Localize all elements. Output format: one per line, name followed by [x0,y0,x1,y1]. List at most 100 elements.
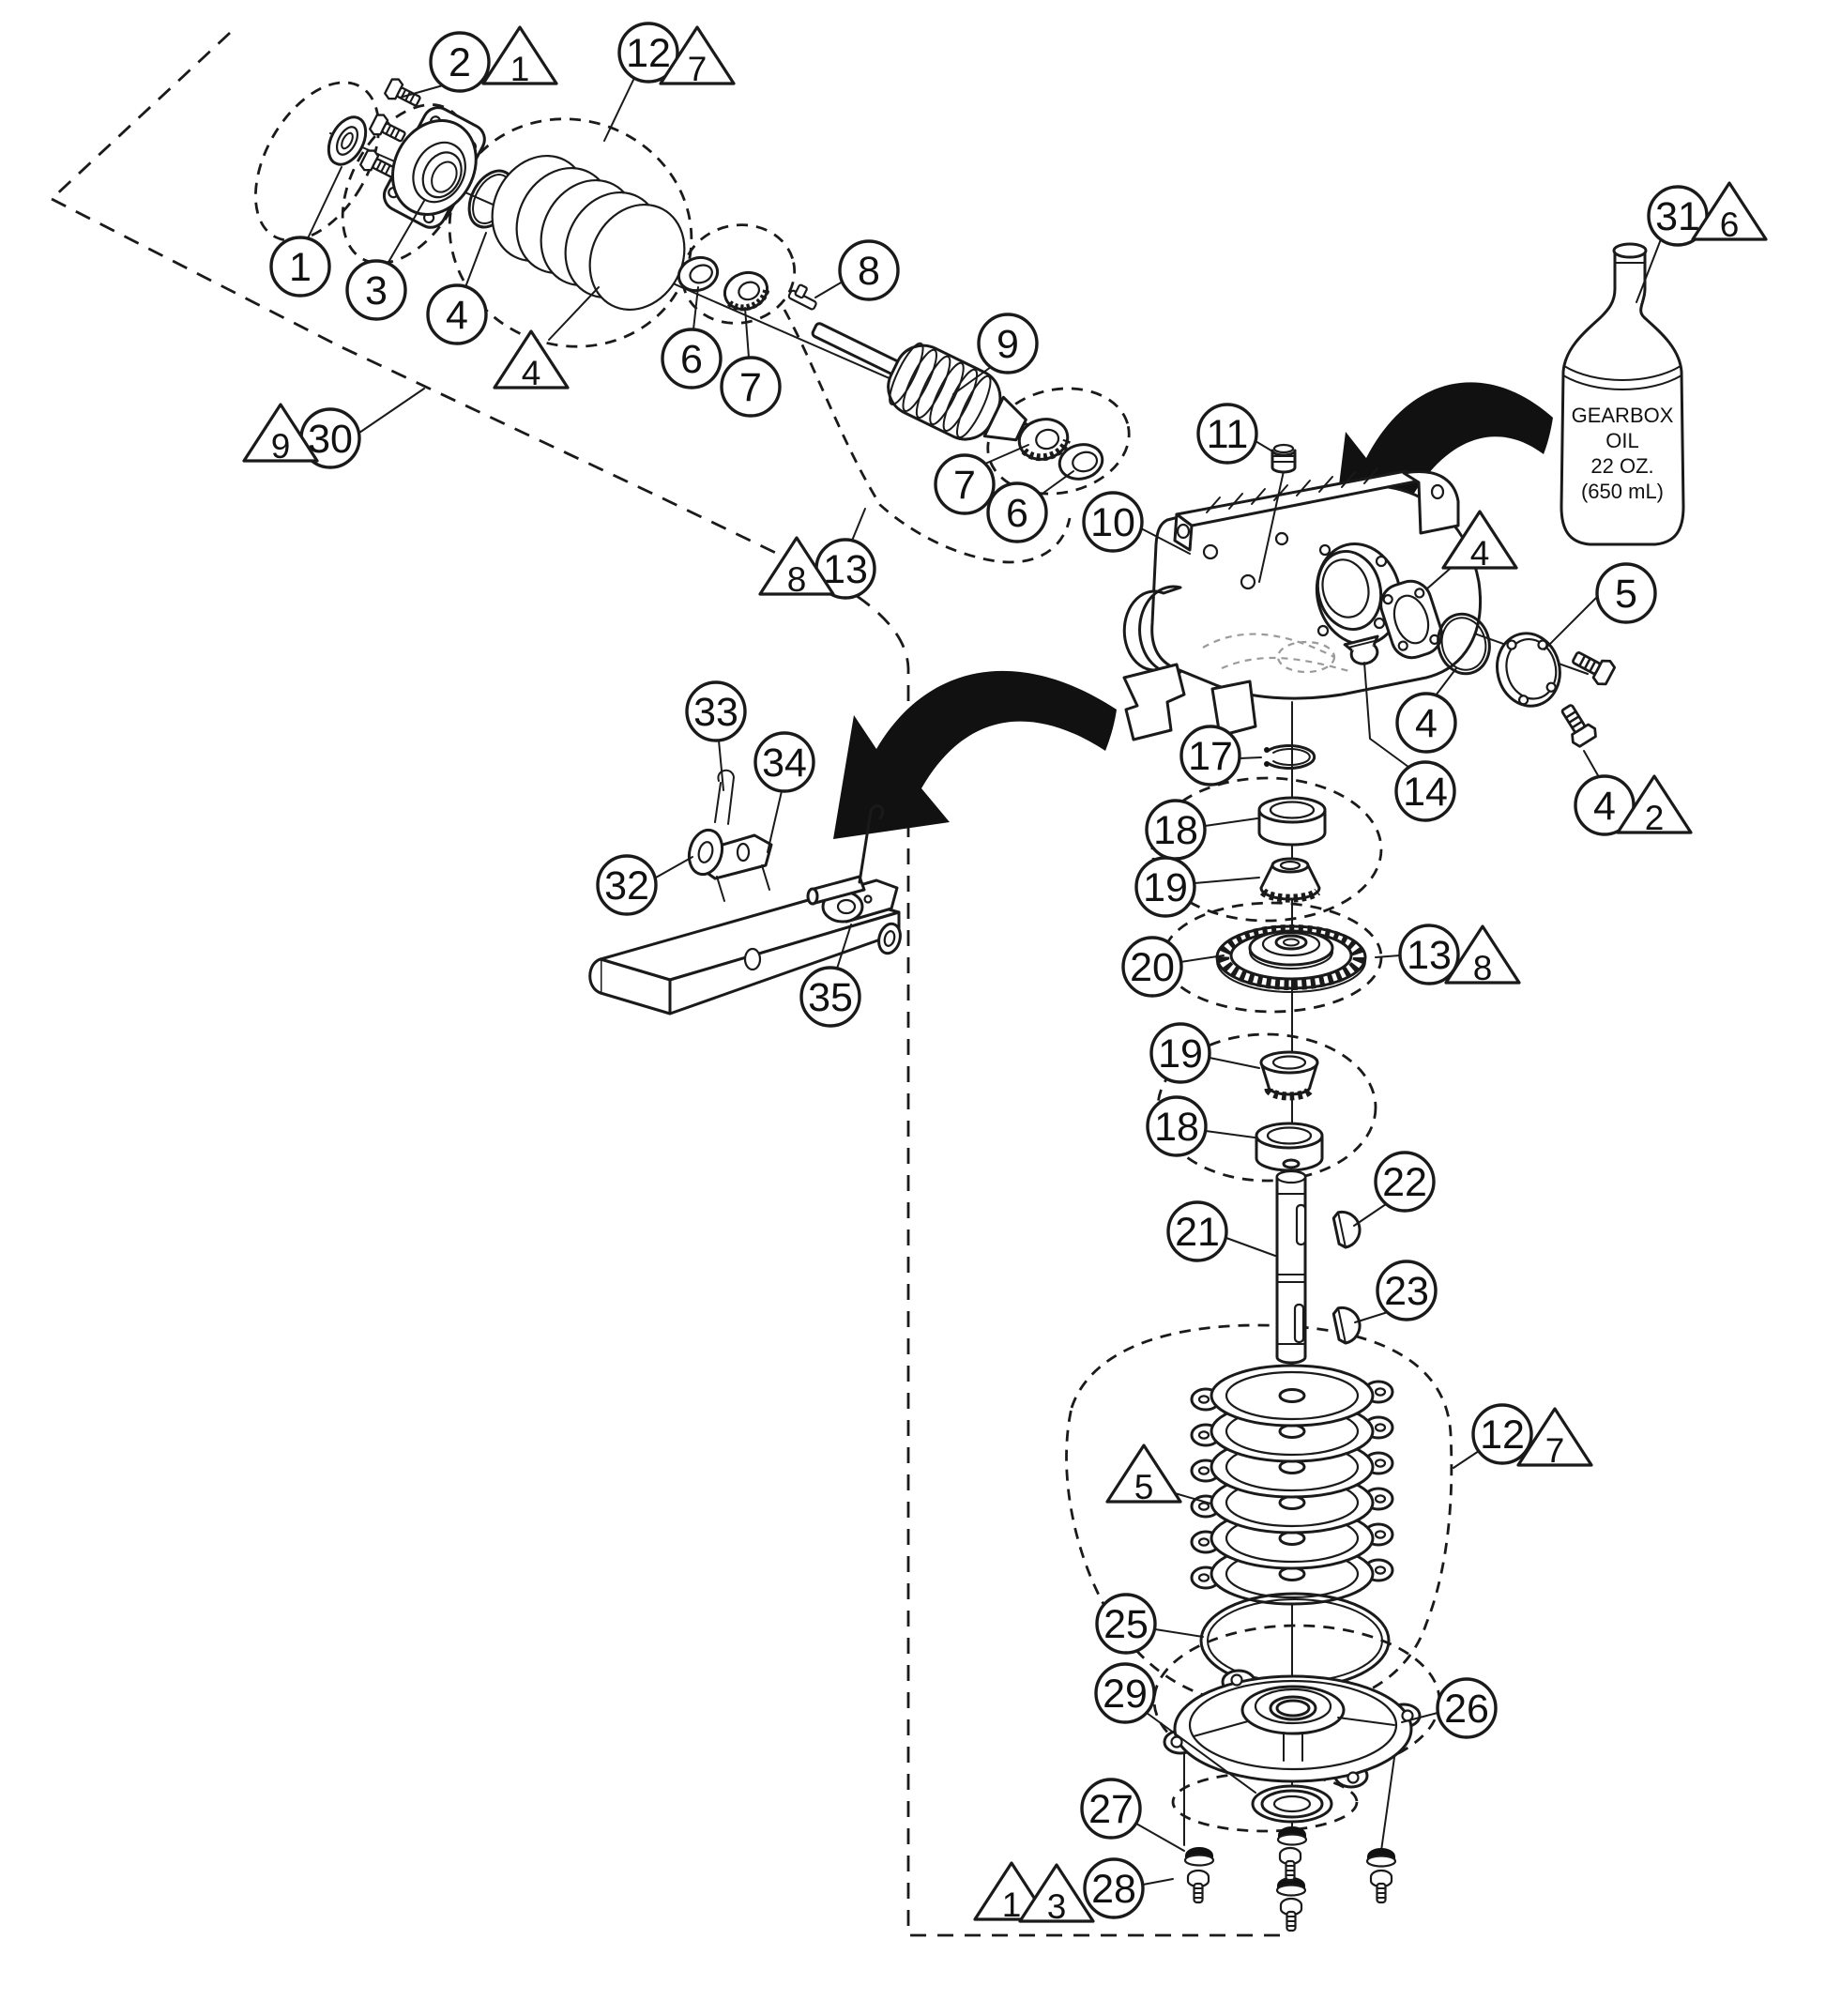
callout-balloon [720,356,782,418]
leader-line [1435,667,1457,696]
callout-balloon [1082,491,1144,553]
callout-balloon [799,966,861,1028]
callout-31: 31 [1636,185,1709,303]
warning-triangle-6: 6 [1691,181,1768,244]
warning-triangle [1441,510,1518,570]
callout-11: 11 [1196,403,1275,465]
callout-27: 27 [1080,1778,1185,1852]
part-seal-29 [1251,1784,1333,1824]
callout-number: 6 [1006,491,1028,536]
housing-foot-left [1122,663,1186,741]
callout-20: 20 [1121,936,1225,998]
callout-number: 27 [1088,1787,1134,1832]
callout-number: 5 [1134,1468,1154,1506]
callout-35: 35 [799,924,861,1028]
callout-balloon [1374,1151,1436,1213]
boundary-long-diagonal [51,197,1287,1937]
callout-number: 4 [446,293,468,338]
callout-number: 18 [1153,808,1198,853]
part-race-18a [1257,796,1327,847]
callout-number: 35 [808,975,853,1020]
callout-balloon [1134,856,1196,918]
callout-balloon [617,22,679,84]
part-cotter-pin-33 [714,769,736,825]
arrow-housing-to-fork [833,670,1117,839]
part-key-23 [1331,1306,1362,1345]
leader-line [1142,1878,1174,1886]
callout-number: 18 [1154,1105,1199,1150]
callout-balloon [977,313,1039,374]
leader-line [1544,596,1598,650]
leader-line [836,924,852,970]
callout-number: 10 [1090,500,1135,545]
callout-21: 21 [1166,1200,1276,1262]
group-seal-blob [254,81,380,242]
leader-line [307,166,342,239]
callout-number: 8 [858,249,880,294]
part-oring-4b [1437,612,1491,676]
leader-line [655,856,693,878]
callout-number: 9 [997,322,1019,367]
callout-number: 14 [1403,770,1448,815]
leader-line [851,508,866,542]
callout-number: 7 [1545,1431,1565,1470]
leader-line [1194,877,1260,884]
warning-triangle [659,25,736,85]
callout-number: 13 [823,547,868,592]
callout-number: 2 [1645,799,1665,837]
callout-1: 1 [269,166,342,298]
leader-line [1354,1311,1389,1323]
housing-foot-right [1210,680,1257,738]
warning-triangle [1105,1443,1182,1504]
part-washer-32 [687,828,724,877]
part-pin-8 [787,283,817,311]
callout-14: 14 [1363,662,1456,822]
callout-number: 22 [1382,1160,1427,1205]
callout-4: 4 [1395,667,1457,754]
warning-triangle-3: 3 [1018,1863,1095,1926]
callout-balloon [1436,1677,1498,1739]
callout-number: 12 [1480,1413,1525,1458]
group-bearing-bottom-blob [1156,1032,1377,1183]
leader-line [399,84,444,99]
part-seal-1 [327,115,368,166]
callout-number: 32 [604,863,649,909]
part-bearing-19b [1261,1052,1317,1096]
callout-25: 25 [1095,1593,1204,1655]
callout-7: 7 [720,307,782,418]
callout-18: 18 [1146,1095,1255,1157]
callout-balloon [986,481,1048,543]
part-flange-3 [382,106,486,229]
leader-line [548,286,600,341]
callout-balloon [934,453,996,515]
callout-balloon [1094,1662,1156,1724]
bottle-label-line4: (650 mL) [1581,480,1664,503]
warning-triangle-4: 4 [493,286,600,392]
callout-number: 11 [1207,412,1249,457]
housing-bracket [1402,470,1460,535]
callout-23: 23 [1354,1260,1438,1323]
leader-line [744,307,750,359]
bottle-label-line1: GEARBOX [1572,404,1674,427]
warning-triangle [1691,181,1768,241]
part-shaft-21 [1275,1158,1307,1365]
callout-number: 31 [1655,194,1700,239]
leader-line [1209,1057,1260,1069]
callout-29: 29 [1094,1662,1256,1794]
part-ring-6a [677,255,720,293]
warning-triangle-2: 2 [1616,774,1693,837]
group-shaft-tail [783,309,1072,564]
callout-number: 7 [739,365,762,410]
callout-number: 6 [680,337,703,382]
callout-number: 13 [1407,933,1452,978]
leader-line [464,232,487,288]
leader-line [767,790,783,853]
warning-triangle [1444,924,1521,985]
callout-balloon [596,854,658,916]
callout-number: 4 [1593,784,1616,829]
warning-triangle [1516,1407,1593,1467]
callout-19: 19 [1134,856,1260,918]
leader-line [1401,1712,1438,1723]
leader-line [1146,1712,1256,1794]
callout-18: 18 [1145,799,1258,861]
